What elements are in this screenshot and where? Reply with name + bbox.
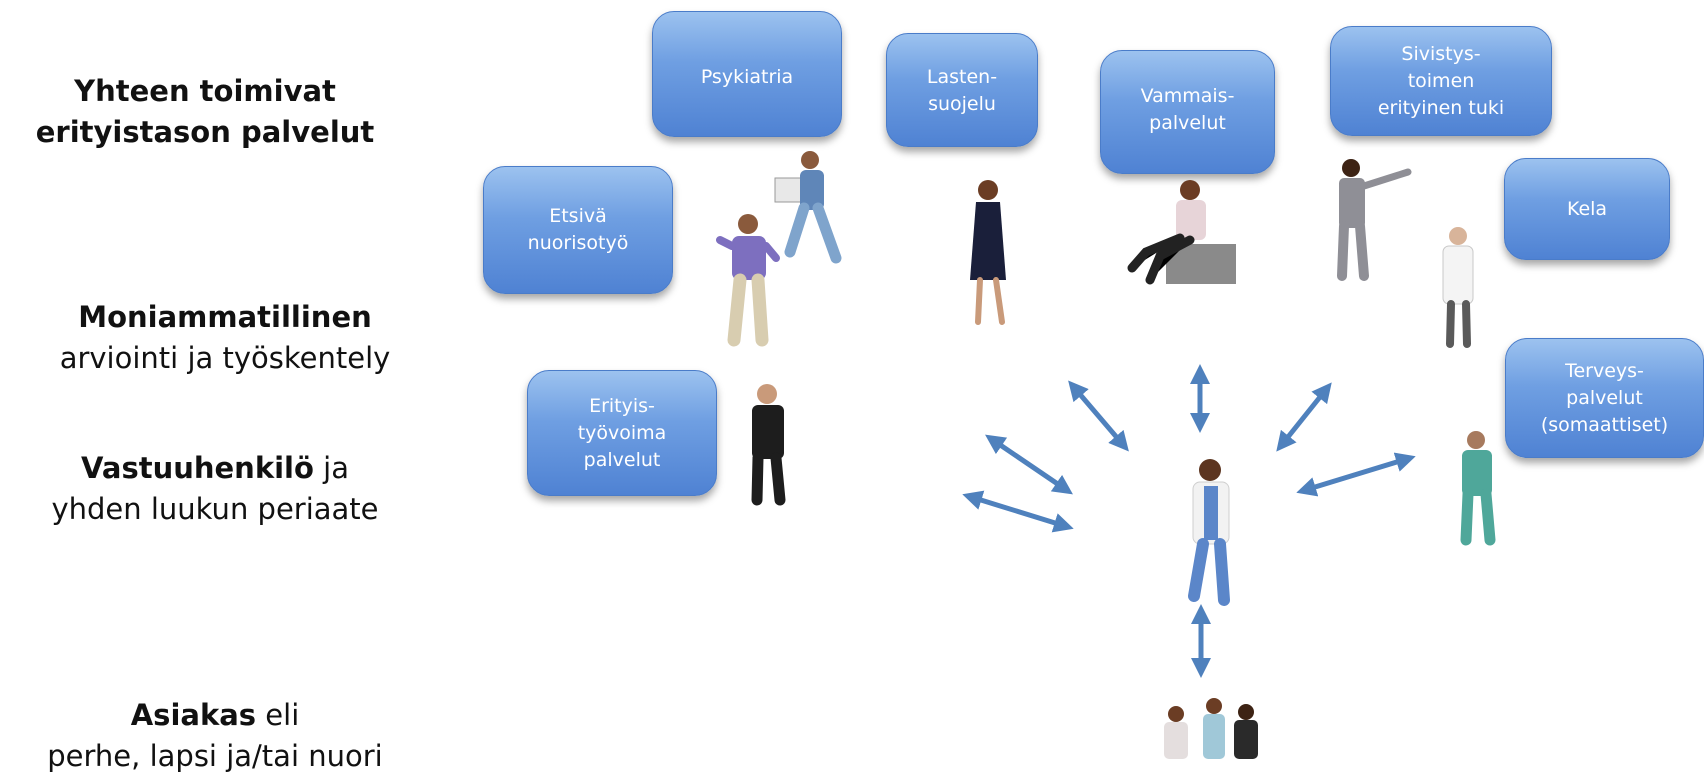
service-box-erityistyovoima: Erityis- työvoima palvelut	[527, 370, 717, 496]
person-figure-woman-pointing	[1337, 159, 1412, 281]
service-box-text: Kela	[1567, 196, 1607, 223]
arrow-to-sivistystoimen	[1276, 382, 1332, 452]
service-box-text: Etsivä nuorisotyö	[528, 203, 629, 257]
service-line: Etsivä	[549, 205, 607, 227]
arrow-to-terveyspalvelut	[1296, 452, 1416, 497]
person-figure-doctor	[1442, 227, 1474, 348]
label-responsible-person: Vastuuhenkilö ja yhden luukun periaate	[0, 448, 430, 530]
person-figure-man-purple-shirt	[716, 214, 780, 347]
person-figure-man-with-sign	[774, 151, 842, 264]
service-line: Terveys-	[1565, 359, 1644, 382]
service-box-lastensuojelu: Lasten- suojelu	[886, 33, 1038, 147]
service-box-text: Sivistys- toimen erityinen tuki	[1378, 41, 1504, 122]
label-resp-line1: Vastuuhenkilö ja	[0, 448, 430, 489]
service-line: palvelut	[583, 448, 661, 471]
label-multi-line2: arviointi ja työskentely	[59, 341, 391, 375]
service-line: nuorisotyö	[527, 232, 629, 254]
service-line: Kela	[1566, 197, 1608, 220]
arrow-to-etsiva	[985, 434, 1073, 495]
service-box-psykiatria: Psykiatria	[652, 11, 842, 137]
person-figure-family-group	[1164, 698, 1258, 759]
service-line: Vammais-	[1140, 85, 1235, 107]
service-line: (somaattiset)	[1540, 413, 1669, 436]
service-box-etsiva-nuorisotyo: Etsivä nuorisotyö	[483, 166, 673, 294]
service-box-text: Psykiatria	[701, 64, 793, 91]
label-client-rest: eli	[256, 698, 300, 732]
service-line: Sivistys-	[1401, 42, 1481, 65]
service-line: palvelut	[1149, 112, 1226, 134]
service-box-text: Vammais- palvelut	[1141, 83, 1235, 137]
person-figure-businessman	[751, 384, 786, 506]
service-box-vammaispalvelut: Vammais- palvelut	[1100, 50, 1275, 174]
service-box-terveyspalvelut: Terveys- palvelut (somaattiset)	[1505, 338, 1704, 458]
service-box-kela: Kela	[1504, 158, 1670, 260]
service-line: Psykiatria	[700, 66, 794, 88]
service-line: Lasten-	[926, 66, 998, 88]
label-specialist-line1: Yhteen toimivat	[74, 74, 336, 108]
service-box-text: Lasten- suojelu	[927, 64, 997, 118]
label-client-line1: Asiakas eli	[0, 695, 430, 736]
service-line: erityinen tuki	[1377, 96, 1505, 119]
label-client-bold: Asiakas	[130, 698, 257, 732]
connection-arrows	[962, 364, 1416, 678]
label-resp-bold: Vastuuhenkilö	[81, 451, 314, 485]
person-figure-woman-dark-dress	[970, 180, 1006, 325]
service-line: toimen	[1407, 69, 1475, 92]
service-box-text: Terveys- palvelut (somaattiset)	[1541, 358, 1668, 439]
service-line: työvoima	[577, 421, 667, 444]
people-figures	[716, 151, 1496, 759]
label-resp-rest: ja	[313, 451, 349, 485]
service-line: palvelut	[1566, 386, 1643, 409]
service-line: suojelu	[928, 93, 996, 115]
service-box-text: Erityis- työvoima palvelut	[578, 393, 667, 474]
label-multi-line1: Moniammatillinen	[78, 300, 372, 334]
person-figure-nurse-scrubs	[1460, 431, 1496, 546]
arrow-to-erityistyovoima	[962, 490, 1074, 533]
person-figure-responsible-nurse	[1188, 459, 1230, 606]
label-specialist-line2: erityistason palvelut	[35, 115, 375, 149]
service-line: Erityis-	[589, 394, 655, 417]
service-box-sivistystoimen: Sivistys- toimen erityinen tuki	[1330, 26, 1552, 136]
label-multiprofessional: Moniammatillinen arviointi ja työskentel…	[0, 297, 450, 379]
label-resp-line2: yhden luukun periaate	[51, 492, 379, 526]
person-figure-woman-sitting	[1127, 180, 1236, 285]
label-specialist-services: Yhteen toimivat erityistason palvelut	[0, 71, 410, 153]
arrow-to-lastensuojelu	[1068, 380, 1129, 452]
